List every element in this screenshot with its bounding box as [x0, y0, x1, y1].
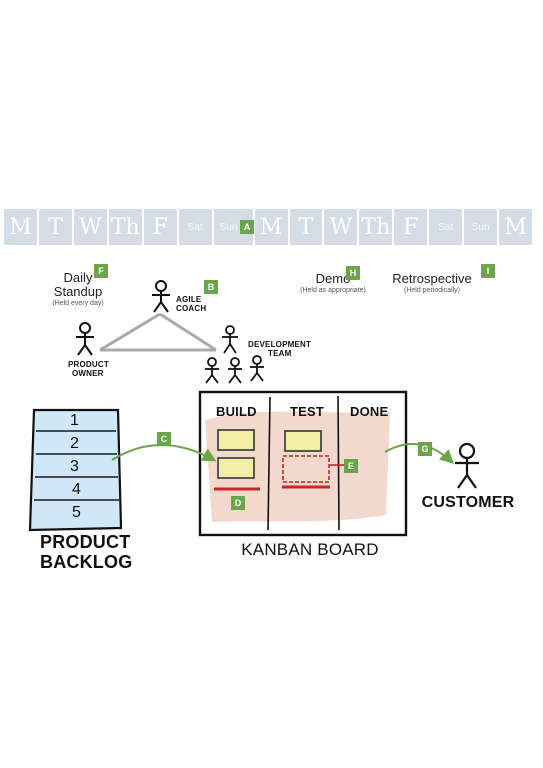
column-header-build: BUILD	[216, 404, 257, 419]
agile-coach-line2: COACH	[176, 304, 207, 313]
sprint-badge: A	[240, 220, 254, 234]
product-owner-line2: OWNER	[72, 369, 104, 378]
day-cell: T	[38, 209, 72, 245]
daily-standup-line2: Standup	[53, 284, 103, 299]
agile-coach-badge: B	[204, 280, 218, 294]
wip-limit-badge: D	[231, 496, 245, 510]
product-owner-icon	[76, 322, 94, 356]
backlog-to-board-arrow	[111, 444, 217, 462]
development-team-label: DEVELOPMENT TEAM	[248, 340, 311, 358]
day-cell: T	[289, 209, 323, 245]
day-cell: F	[394, 209, 428, 245]
agile-coach-label: AGILE COACH	[176, 295, 206, 313]
agile-coach-icon	[152, 280, 170, 313]
backlog-arrow-badge: C	[157, 432, 171, 446]
customer-label: CUSTOMER	[421, 494, 515, 511]
development-team-line1: DEVELOPMENT	[248, 340, 312, 349]
day-cell: Sun	[464, 209, 498, 245]
customer-arrow-badge: G	[418, 442, 432, 456]
blocked-badge: E	[344, 459, 358, 473]
retrospective-event: Retrospective (Held periodically)	[380, 271, 484, 295]
backlog-item: 4	[72, 481, 82, 498]
product-owner-line1: PRODUCT	[68, 360, 109, 369]
daily-standup-badge: F	[94, 264, 108, 278]
agile-coach-line1: AGILE	[176, 295, 202, 304]
retrospective-badge: I	[481, 264, 495, 278]
day-cell: Th	[359, 209, 393, 245]
backlog-item: 2	[70, 435, 80, 452]
demo-title: Demo	[315, 271, 351, 286]
demo-badge: H	[346, 266, 360, 280]
sticky-note	[217, 457, 255, 479]
day-cell: F	[143, 209, 177, 245]
sticky-note	[217, 429, 255, 451]
day-cell: M	[4, 209, 37, 245]
product-backlog-line2: BACKLOG	[40, 552, 133, 572]
kanban-board-title: KANBAN BOARD	[241, 540, 379, 559]
day-cell: Sat	[429, 209, 463, 245]
development-team-icon	[205, 325, 264, 384]
sticky-note	[284, 430, 322, 452]
day-cell: Sat	[178, 209, 212, 245]
calendar-strip: M T W Th F Sat Sun M T W Th F Sat Sun M	[4, 209, 533, 245]
day-cell: Th	[108, 209, 142, 245]
customer-icon	[455, 442, 479, 489]
daily-standup-note: (Held every day)	[52, 300, 104, 307]
day-cell: M	[499, 209, 533, 245]
daily-standup-line1: Daily	[63, 270, 93, 285]
retrospective-note: (Held periodically)	[403, 287, 461, 294]
column-header-done: DONE	[350, 404, 389, 419]
retrospective-title: Retrospective	[392, 271, 472, 286]
product-backlog-line1: PRODUCT	[40, 532, 131, 552]
product-backlog-label: PRODUCT BACKLOG	[40, 532, 133, 572]
backlog-item: 1	[70, 412, 80, 429]
product-backlog-sheet	[28, 408, 123, 532]
column-header-test: TEST	[290, 404, 325, 419]
backlog-item: 5	[72, 504, 82, 521]
demo-note: (Held as appropriate)	[300, 287, 366, 294]
team-triangle	[99, 312, 217, 352]
development-team-line2: TEAM	[268, 349, 292, 358]
daily-standup-event: Daily Standup (Held every day)	[40, 270, 116, 308]
demo-event: Demo (Held as appropriate)	[285, 271, 381, 295]
day-cell: M	[254, 209, 288, 245]
backlog-item: 3	[70, 458, 80, 475]
day-cell: W	[324, 209, 358, 245]
product-owner-label: PRODUCT OWNER	[68, 360, 109, 378]
day-cell: W	[73, 209, 107, 245]
